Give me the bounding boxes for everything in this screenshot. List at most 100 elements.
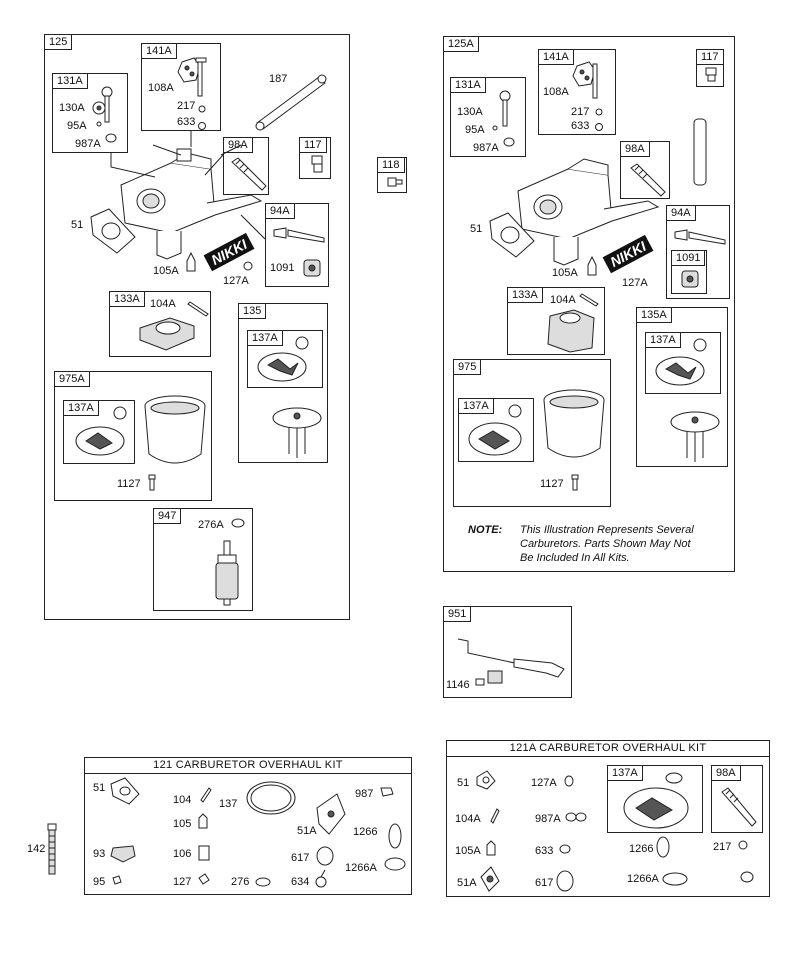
r-part-1127-label: 1127 <box>540 478 564 490</box>
r-part-95a-label: 95A <box>465 124 485 136</box>
r-subassembly-975: 975 137A 1127 <box>453 359 611 507</box>
r-float-bowl-icon <box>569 58 609 136</box>
kit121-part-127: 127 <box>173 876 192 888</box>
seal-washer-icon <box>230 517 246 529</box>
float-bowl-cup-icon <box>143 394 209 480</box>
r-subassembly-975-inner-id: 137A <box>459 399 494 414</box>
part-276a-label: 276A <box>198 519 224 531</box>
r-carburetor-body-icon <box>508 151 668 281</box>
gasket-ring-icon <box>70 403 134 463</box>
r-main-jet-needle-icon <box>673 226 727 248</box>
subassembly-975a-id: 975A <box>55 372 90 387</box>
r-part-104a-label: 104A <box>550 294 576 306</box>
r-subassembly-117-id: 117 <box>697 50 724 65</box>
r-subassembly-94a-id: 94A <box>667 206 696 221</box>
r-subassembly-135a-inner-id: 137A <box>646 333 681 348</box>
tube-icon <box>253 71 333 131</box>
kit121-part-276: 276 <box>231 876 250 888</box>
r-part-51-label: 51 <box>470 223 483 235</box>
r-jet-icon <box>586 255 598 277</box>
kit121-part-987: 987 <box>355 788 374 800</box>
r-float-icon <box>544 292 604 354</box>
diagram-125: 125 141A 108A 217 633 131A 130A 95A 987A… <box>44 34 350 620</box>
subassembly-94a: 94A 1091 <box>265 203 329 287</box>
r-gasket-icon <box>486 211 538 259</box>
jet-icon <box>185 251 197 273</box>
kit121a-part-51: 51 <box>457 777 470 789</box>
part-51-label: 51 <box>71 219 84 231</box>
r-part-127a-label: 127A <box>622 277 648 289</box>
r-screw-icon <box>570 474 580 492</box>
kit121a-part-1266: 1266 <box>629 843 654 855</box>
idle-needle-icon <box>228 154 268 194</box>
subassembly-94a-id: 94A <box>266 204 295 219</box>
r-subassembly-975-inner: 137A <box>458 398 534 462</box>
r-subassembly-131a: 131A 130A 95A 987A <box>450 77 526 157</box>
kit121-part-104: 104 <box>173 794 192 806</box>
subassembly-133a-id: 133A <box>110 292 145 307</box>
r-idle-screw-icon <box>485 86 525 156</box>
part-130a-label: 130A <box>59 102 85 114</box>
subassembly-98a: 98A <box>223 137 269 195</box>
kit121-part-617: 617 <box>291 852 310 864</box>
note-label: NOTE: <box>468 523 502 538</box>
kit121a-subassembly-137a-id: 137A <box>608 766 643 781</box>
r-subassembly-975-id: 975 <box>454 360 482 375</box>
r-subassembly-94a-inner: 1091 <box>671 250 707 294</box>
subassembly-135-inner-id: 137A <box>248 331 283 346</box>
kit121-part-105: 105 <box>173 818 192 830</box>
kit121a-part-617: 617 <box>535 877 554 889</box>
screw-118-icon <box>386 174 406 192</box>
r-subassembly-131a-id: 131A <box>451 78 486 93</box>
note-line-3: Be Included In All Kits. <box>520 552 630 564</box>
part-142-label: 142 <box>27 843 46 855</box>
part-187-label: 187 <box>269 73 288 85</box>
kit121-parts-icons <box>85 758 413 896</box>
part-1091-label: 1091 <box>270 262 295 274</box>
subassembly-975a: 975A 137A 1127 <box>54 371 212 501</box>
kit121a-part-217: 217 <box>713 841 732 853</box>
subassembly-117: 117 <box>299 137 331 179</box>
diagram-125a: 125A 141A 108A 217 633 131A 130A 95A 987… <box>443 36 735 572</box>
diagram-125-id: 125 <box>45 35 73 50</box>
subassembly-951-id: 951 <box>444 607 472 622</box>
subassembly-117-id: 117 <box>300 138 327 153</box>
r-subassembly-94a-inner-id: 1091 <box>672 251 706 266</box>
gasket-icon <box>87 207 139 255</box>
diagram-125a-id: 125A <box>444 37 479 52</box>
r-part-217-label: 217 <box>571 106 590 118</box>
r-subassembly-98a-id: 98A <box>621 142 650 157</box>
kit-121: 121 CARBURETOR OVERHAUL KIT 51 104 137 9… <box>84 757 412 895</box>
r-part-108a-label: 108A <box>543 86 569 98</box>
r-part-633-label: 633 <box>571 120 590 132</box>
r-part-130a-label: 130A <box>457 106 483 118</box>
carburetor-body-icon <box>111 145 271 275</box>
subassembly-975a-inner: 137A <box>63 400 135 464</box>
subassembly-135-inner: 137A <box>247 330 323 388</box>
kit-121a-title: 121A CARBURETOR OVERHAUL KIT <box>447 741 769 757</box>
r-part-105a-label: 105A <box>552 267 578 279</box>
r-gasket-plate-icon <box>652 337 716 391</box>
r-subassembly-135a: 135A 137A <box>636 307 728 467</box>
float-bowl-icon <box>174 54 214 134</box>
r-subassembly-94a: 94A 1091 <box>666 205 730 299</box>
bowl-plate-icon <box>269 404 325 462</box>
solenoid-icon <box>302 256 324 280</box>
float-icon <box>132 298 212 356</box>
part-105a-label: 105A <box>153 265 179 277</box>
subassembly-141a-id: 141A <box>142 44 177 59</box>
kit121a-gasket-icon <box>616 770 700 832</box>
part-1127-label: 1127 <box>117 478 141 490</box>
kit121a-needle-icon <box>718 784 760 830</box>
kit121-part-106: 106 <box>173 848 192 860</box>
screw-icon <box>147 474 157 492</box>
kit121-part-51a: 51A <box>297 825 317 837</box>
kit121a-part-104a: 104A <box>455 813 481 825</box>
kit121-part-95: 95 <box>93 876 106 888</box>
kit121-part-1266: 1266 <box>353 826 378 838</box>
subassembly-131a: 131A 130A 95A 987A <box>52 73 128 153</box>
subassembly-135-id: 135 <box>239 304 267 319</box>
subassembly-141a: 141A 108A 217 633 <box>141 43 221 131</box>
kit121-part-93: 93 <box>93 848 106 860</box>
subassembly-947-id: 947 <box>154 509 182 524</box>
